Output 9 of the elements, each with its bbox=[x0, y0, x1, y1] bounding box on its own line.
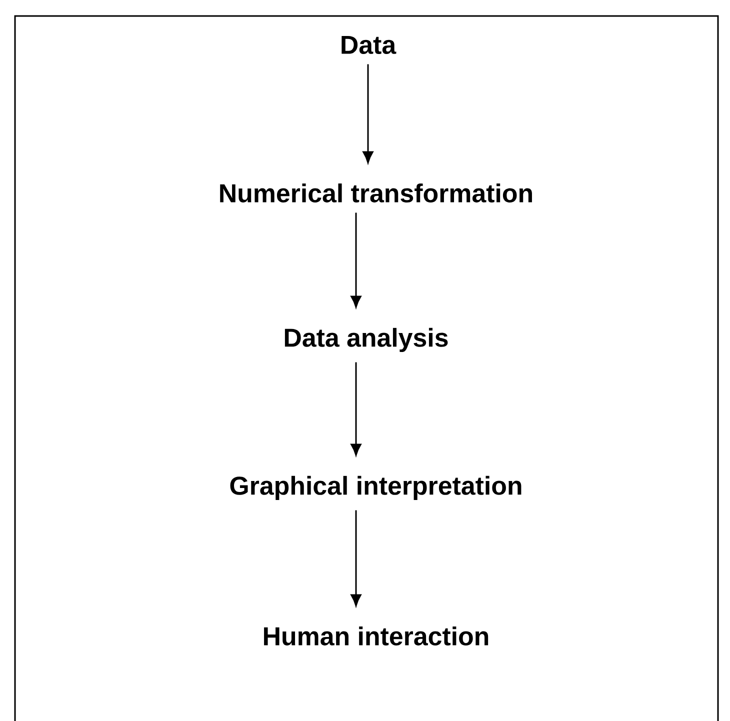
arrow bbox=[350, 510, 362, 606]
arrow bbox=[350, 362, 362, 456]
arrow bbox=[350, 212, 362, 308]
step-label: Data analysis bbox=[284, 328, 448, 352]
step-label: Numerical transformation bbox=[220, 183, 532, 202]
step-label: Graphical interpretation bbox=[230, 476, 522, 500]
step-label: Human interaction bbox=[264, 626, 488, 646]
arrow bbox=[362, 64, 374, 164]
step-label: Data bbox=[342, 36, 396, 54]
